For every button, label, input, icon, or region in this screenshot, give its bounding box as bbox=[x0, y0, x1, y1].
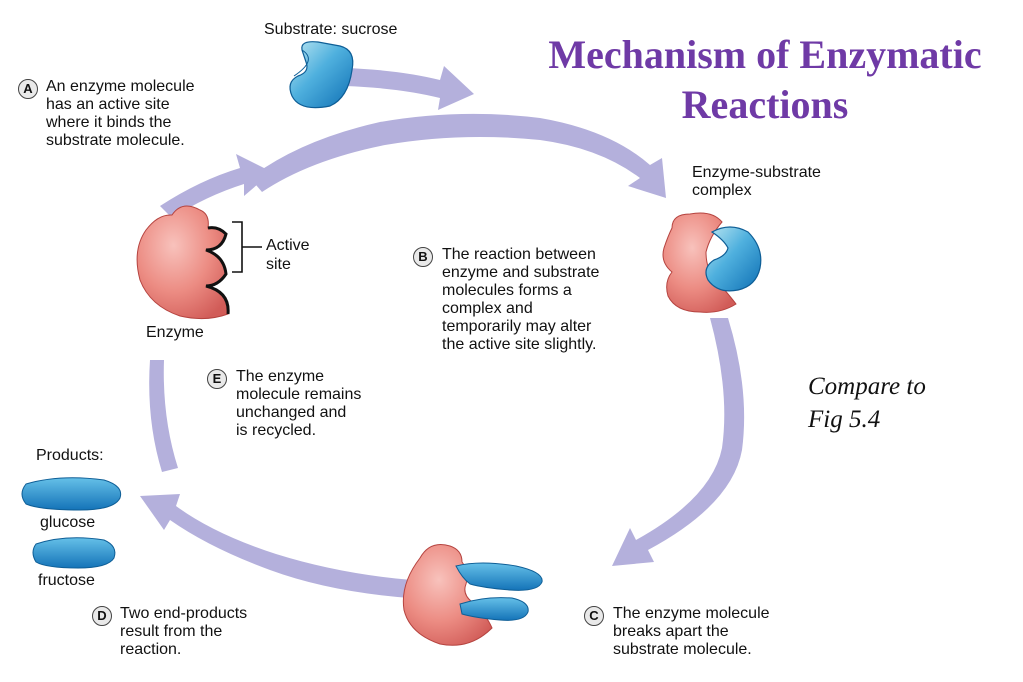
arrow-recycle bbox=[149, 360, 178, 472]
step-c-line: The enzyme molecule bbox=[613, 605, 770, 622]
arrow-to-breakdown bbox=[612, 318, 745, 566]
step-c-line: breaks apart the bbox=[613, 623, 729, 640]
substrate-label: Substrate: sucrose bbox=[264, 21, 398, 38]
step-a-text: An enzyme molecule has an active site wh… bbox=[46, 78, 195, 150]
step-d-badge: D bbox=[92, 606, 112, 626]
step-c-text: The enzyme molecule breaks apart the sub… bbox=[613, 605, 770, 659]
arrow-substrate-in bbox=[345, 66, 474, 110]
page-title: Mechanism of Enzymatic Reactions bbox=[505, 30, 1023, 130]
arrow-to-complex bbox=[250, 113, 666, 198]
fructose-shape bbox=[32, 537, 116, 569]
complex-label-line-2: complex bbox=[692, 182, 752, 199]
products-label: Products: bbox=[36, 447, 104, 464]
active-site-bracket bbox=[232, 221, 262, 273]
step-e-line: unchanged and bbox=[236, 404, 347, 421]
step-b-line: the active site slightly. bbox=[442, 336, 597, 353]
step-d-line: reaction. bbox=[120, 641, 182, 658]
step-c-line: substrate molecule. bbox=[613, 641, 752, 658]
active-site-label-line-1: Active bbox=[266, 237, 310, 254]
step-b-line: enzyme and substrate bbox=[442, 264, 600, 281]
step-d-line: result from the bbox=[120, 623, 223, 640]
step-b-line: molecules forms a bbox=[442, 282, 572, 299]
step-d-line: Two end-products bbox=[120, 605, 248, 622]
step-e-line: The enzyme bbox=[236, 368, 325, 385]
step-b-line: temporarily may alter bbox=[442, 318, 592, 335]
step-e-text: The enzyme molecule remains unchanged an… bbox=[236, 368, 361, 440]
step-b-text: The reaction between enzyme and substrat… bbox=[442, 246, 599, 354]
step-e-line: molecule remains bbox=[236, 386, 362, 403]
sucrose-substrate bbox=[289, 41, 354, 109]
step-e-badge: E bbox=[207, 369, 227, 389]
compare-line-2: Fig 5.4 bbox=[808, 406, 881, 433]
title-line-2: Reactions bbox=[681, 82, 849, 127]
step-c-badge: C bbox=[584, 606, 604, 626]
step-e-line: is recycled. bbox=[236, 422, 317, 439]
enzyme-breakdown bbox=[402, 544, 543, 646]
complex-label-line-1: Enzyme-substrate bbox=[692, 164, 821, 181]
enzyme-substrate-complex bbox=[662, 212, 762, 313]
arrow-to-products bbox=[140, 494, 412, 598]
step-a-badge: A bbox=[18, 79, 38, 99]
enzyme-shape bbox=[136, 205, 230, 320]
active-site-label-line-2: site bbox=[266, 256, 291, 273]
step-b-line: complex and bbox=[442, 300, 533, 317]
fructose-label: fructose bbox=[38, 572, 95, 589]
compare-line-1: Compare to bbox=[808, 373, 926, 400]
title-line-1: Mechanism of Enzymatic bbox=[548, 32, 982, 77]
glucose-shape bbox=[21, 477, 122, 511]
step-a-line: substrate molecule. bbox=[46, 132, 185, 149]
enzyme-label: Enzyme bbox=[146, 324, 204, 341]
arrow-recycle-top bbox=[160, 154, 272, 218]
step-a-line: where it binds the bbox=[46, 114, 172, 131]
step-a-line: has an active site bbox=[46, 96, 170, 113]
cycle-arrows bbox=[140, 66, 745, 598]
compare-note: Compare to Fig 5.4 bbox=[808, 370, 1008, 436]
step-d-text: Two end-products result from the reactio… bbox=[120, 605, 247, 659]
step-b-badge: B bbox=[413, 247, 433, 267]
glucose-label: glucose bbox=[40, 514, 96, 531]
step-a-line: An enzyme molecule bbox=[46, 78, 195, 95]
step-b-line: The reaction between bbox=[442, 246, 596, 263]
